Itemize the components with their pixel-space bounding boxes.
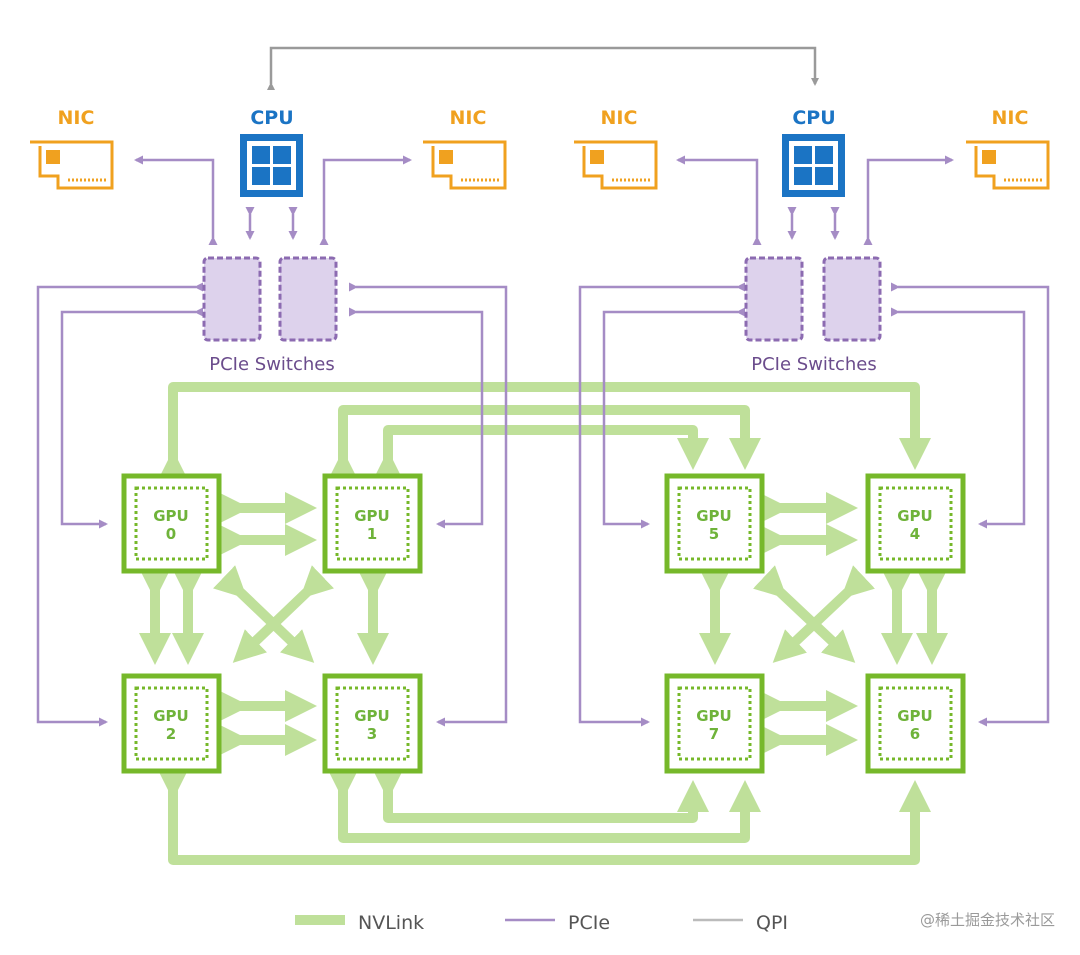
gpu-chip-icon (322, 473, 423, 574)
gpu-chip-icon (865, 673, 966, 774)
gpu-label: GPU (696, 507, 732, 525)
legend-nvlink-label: NVLink (358, 912, 424, 934)
gpu-id: 6 (910, 725, 920, 743)
cpu-chip-icon (240, 134, 303, 197)
pcie-switch-chip-icon (744, 256, 882, 342)
cpu-chip-icon (782, 134, 845, 197)
legend: NVLink PCIe QPI (295, 912, 788, 934)
nic-label: NIC (58, 107, 95, 129)
legend-pcie-label: PCIe (568, 912, 610, 934)
network-card-icon (423, 140, 507, 190)
nic-label: NIC (450, 107, 487, 129)
gpu-id: 1 (367, 525, 377, 543)
gpu-id: 7 (709, 725, 719, 743)
nic-label: NIC (992, 107, 1029, 129)
gpu-label: GPU (354, 507, 390, 525)
gpu-id: 4 (910, 525, 920, 543)
right-node: NIC CPU NIC PCIe Switches GPU (574, 107, 1050, 774)
gpu-chip-icon (322, 673, 423, 774)
network-card-icon (966, 140, 1050, 190)
pcie-switch-chip-icon (202, 256, 338, 342)
pcie-connections (36, 155, 1050, 727)
pcie-switches-label: PCIe Switches (751, 354, 877, 375)
gpu-label: GPU (696, 707, 732, 725)
gpu-label: GPU (897, 707, 933, 725)
gpu-chip-icon (664, 673, 765, 774)
watermark: @稀土掘金技术社区 (920, 911, 1055, 929)
cpu-label: CPU (792, 107, 835, 129)
gpu-id: 2 (166, 725, 176, 743)
gpu-id: 5 (709, 525, 719, 543)
cpu-label: CPU (250, 107, 293, 129)
gpu-label: GPU (897, 507, 933, 525)
network-card-icon (574, 140, 658, 190)
nic-label: NIC (601, 107, 638, 129)
gpu-id: 3 (367, 725, 377, 743)
gpu-chip-icon (664, 473, 765, 574)
legend-qpi-label: QPI (756, 912, 788, 934)
legend-nvlink-swatch (295, 915, 345, 925)
gpu-chip-icon (121, 673, 222, 774)
qpi-link (267, 46, 819, 90)
gpu-label: GPU (354, 707, 390, 725)
gpu-chip-icon (121, 473, 222, 574)
network-card-icon (30, 140, 114, 190)
gpu-id: 0 (166, 525, 176, 543)
left-node: NIC CPU NIC PCIe Switches GPU (30, 107, 507, 774)
nvlink-connections (139, 382, 949, 865)
gpu-chip-icon (865, 473, 966, 574)
gpu-label: GPU (153, 507, 189, 525)
gpu-label: GPU (153, 707, 189, 725)
pcie-switches-label: PCIe Switches (209, 354, 335, 375)
